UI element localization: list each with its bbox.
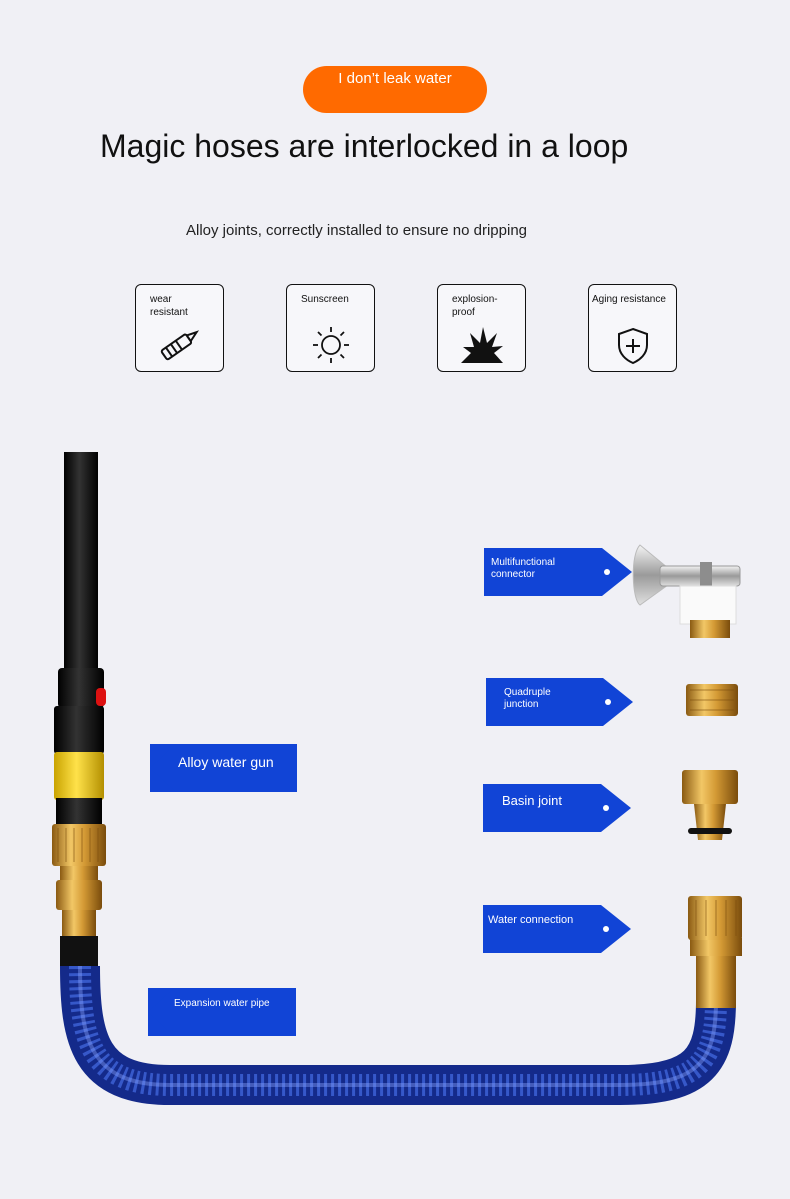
callout-label: Quadruple junction: [504, 687, 551, 710]
feature-label: explosion- proof: [452, 294, 498, 318]
feature-aging-resistance: Aging resistance: [588, 284, 677, 372]
feature-explosion-proof: explosion- proof: [437, 284, 526, 372]
end-brass-sleeve: [696, 952, 736, 1008]
utility-knife-icon: [136, 323, 223, 367]
basin-joint-part: [682, 770, 738, 840]
quadruple-junction-part: [686, 684, 738, 716]
callout-dot: [603, 805, 609, 811]
callout-multifunctional-connector: Multifunctional connector: [484, 548, 632, 596]
multifunctional-connector-part: [632, 544, 741, 638]
explosion-icon: [438, 323, 525, 367]
callout-expansion-water-pipe: Expansion water pipe: [148, 988, 296, 1036]
callout-dot: [604, 569, 610, 575]
no-leak-badge: I don’t leak water: [303, 66, 487, 113]
gun-red-button: [96, 688, 106, 706]
callout-dot: [605, 699, 611, 705]
feature-sunscreen: Sunscreen: [286, 284, 375, 372]
callout-label: Water connection: [488, 914, 574, 926]
black-hose: [64, 452, 98, 672]
callout-basin-joint: Basin joint: [483, 784, 631, 832]
end-brass-nut: [688, 896, 742, 940]
blue-hose: [60, 965, 736, 1105]
callout-label: Basin joint: [502, 793, 562, 808]
rubber-sleeve: [60, 936, 98, 966]
yellow-ring: [54, 752, 104, 800]
callout-quadruple-junction: Quadruple junction: [486, 678, 633, 726]
callout-dot: [603, 926, 609, 932]
shield-plus-icon: [589, 323, 676, 367]
callout-label: Multifunctional connector: [491, 557, 555, 580]
feature-label: Aging resistance: [592, 294, 666, 305]
feature-label: wear resistant: [150, 294, 188, 318]
feature-wear-resistant: wear resistant: [135, 284, 224, 372]
callout-alloy-water-gun: Alloy water gun: [150, 744, 297, 792]
callout-water-connection: Water connection: [483, 905, 631, 953]
page-title: Magic hoses are interlocked in a loop: [100, 128, 629, 164]
feature-label: Sunscreen: [301, 294, 349, 305]
callout-label: Expansion water pipe: [174, 998, 270, 1009]
page-subtitle: Alloy joints, correctly installed to ens…: [186, 222, 528, 239]
hose-assembly-illustration: [52, 452, 742, 1105]
callout-label: Alloy water gun: [178, 754, 274, 770]
sun-icon: [287, 323, 374, 367]
gun-body: [58, 668, 104, 708]
